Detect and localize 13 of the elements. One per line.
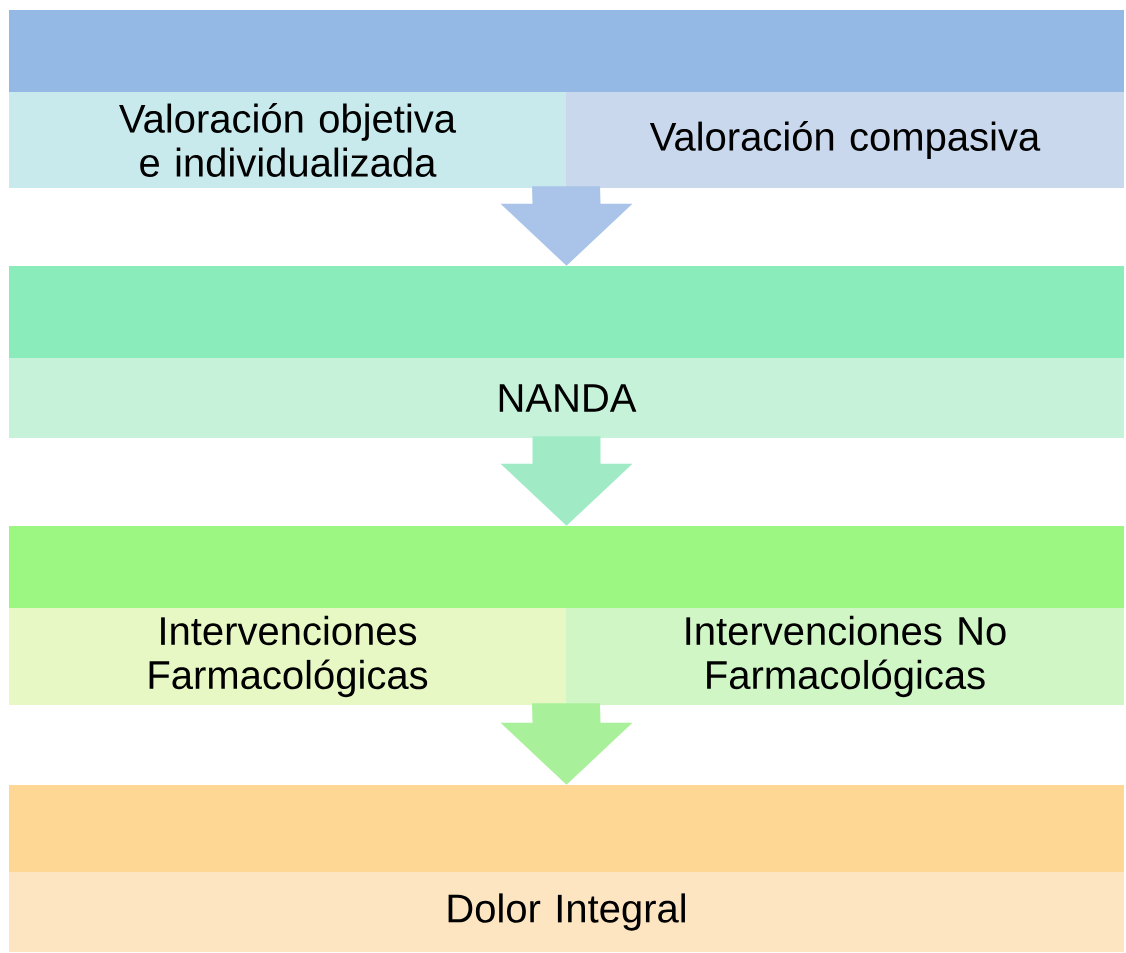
block-arrow bbox=[500, 186, 633, 266]
text-box: Valoración objetiva e individualizada bbox=[9, 92, 566, 188]
header-band bbox=[9, 785, 1124, 872]
block-arrow bbox=[500, 703, 633, 785]
text-box: Dolor Integral bbox=[9, 872, 1124, 952]
text-box: Intervenciones No Farmacológicas bbox=[566, 608, 1124, 705]
text-box: NANDA bbox=[9, 358, 1124, 438]
header-band bbox=[9, 10, 1124, 92]
header-band bbox=[9, 526, 1124, 608]
text-box: Valoración compasiva bbox=[566, 92, 1124, 188]
header-band bbox=[9, 266, 1124, 358]
block-arrow bbox=[500, 436, 633, 526]
text-box: Intervenciones Farmacológicas bbox=[9, 608, 566, 705]
